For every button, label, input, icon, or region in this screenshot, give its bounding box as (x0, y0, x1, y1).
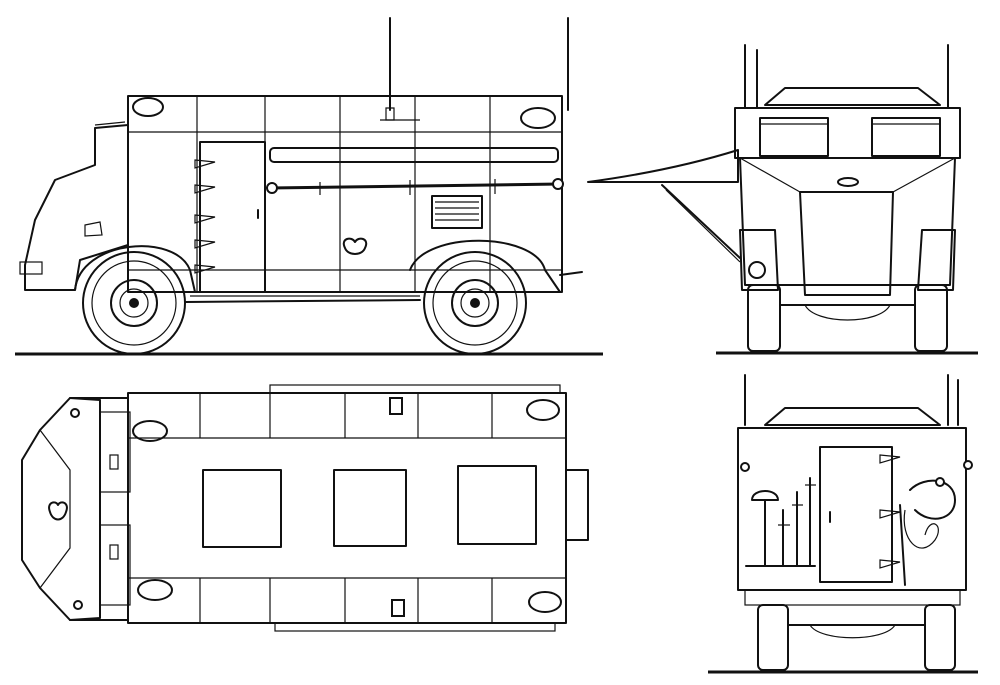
top-hatch-2 (333, 469, 407, 547)
side-door (194, 141, 266, 293)
front-view (587, 44, 978, 355)
rear-helmet-icon (751, 490, 779, 501)
front-fender-left (739, 229, 779, 291)
front-radiator (799, 191, 894, 296)
side-louvre-grille (431, 195, 483, 229)
top-vent-4 (528, 591, 562, 613)
top-view (21, 384, 589, 632)
rear-wheel-right (924, 604, 956, 671)
side-front-wheel (82, 251, 186, 355)
side-vent-front (132, 97, 164, 117)
front-lower-body (739, 157, 956, 286)
rear-wheel-left (757, 604, 789, 671)
side-body (127, 95, 563, 293)
front-wheel-left (747, 284, 781, 352)
front-emblem (837, 177, 859, 187)
front-window-right (871, 117, 941, 157)
front-window-left (759, 117, 829, 157)
top-body (127, 392, 567, 624)
front-upper-body (734, 107, 961, 159)
side-vent-rear (520, 107, 556, 129)
top-vent-1 (132, 420, 168, 442)
top-rear-step (565, 469, 589, 541)
top-hatch-3 (457, 465, 537, 545)
front-wheel-right (914, 284, 948, 352)
top-antenna-mount-1 (389, 397, 403, 415)
side-stowage-rails (266, 147, 564, 195)
rear-view (708, 374, 978, 674)
side-front-fender (74, 245, 196, 293)
side-view (15, 17, 603, 356)
top-cab (21, 397, 131, 621)
front-awning (587, 149, 741, 263)
front-headlight (748, 261, 766, 279)
side-emblem (342, 237, 368, 255)
side-cab (19, 121, 129, 291)
top-vent-3 (137, 579, 173, 601)
front-roof (764, 87, 941, 106)
rear-tool-rack (745, 477, 816, 567)
top-rail-lower (274, 622, 556, 632)
top-rail-upper (269, 384, 561, 394)
side-rear-wheel (423, 251, 527, 355)
top-emblem (48, 501, 68, 521)
rear-roof (764, 407, 941, 426)
top-antenna-mount-2 (391, 599, 405, 617)
side-chassis-rail (185, 299, 421, 303)
front-fender-right (917, 229, 956, 291)
top-vent-2 (526, 399, 560, 421)
rear-bumper (744, 589, 961, 606)
side-rear-fender (409, 239, 561, 293)
top-hatch-1 (202, 469, 282, 548)
rear-cable-reel (899, 477, 956, 586)
